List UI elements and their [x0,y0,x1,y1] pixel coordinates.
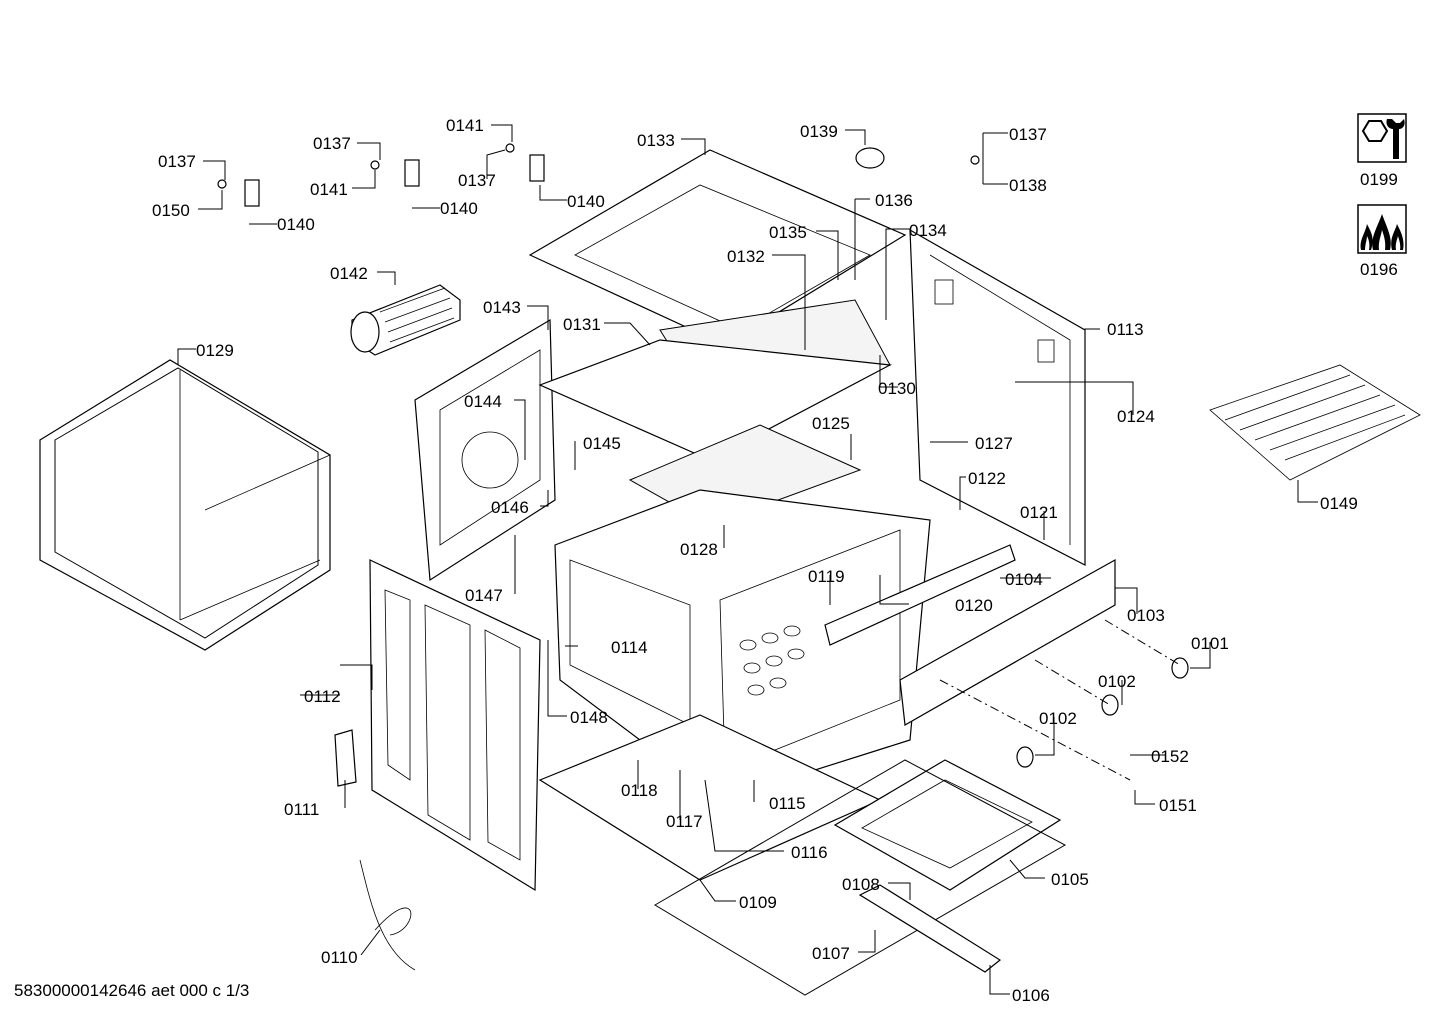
part-label: 0119 [808,567,845,586]
part-label: 0113 [1107,320,1144,339]
part-label: 0144 [464,392,502,411]
part-label: 0130 [878,379,916,398]
part-label: 0145 [583,434,621,453]
part-label: 0137 [458,171,496,190]
part-label: 0148 [570,708,608,727]
tool-icon-caption: 0199 [1360,170,1398,189]
gas-icon-caption: 0196 [1360,260,1398,279]
right-side-panel-part [909,228,1086,566]
wire-part [359,859,416,971]
outer-casing-part [39,359,331,651]
part-label: 0133 [637,131,675,150]
part-label: 0114 [611,638,648,657]
floor-sheet-part [654,759,1067,996]
part-label: 0146 [491,498,529,517]
small-hardware-parts [217,143,980,207]
part-label: 0117 [666,812,703,831]
gas-flame-icon [1357,204,1407,254]
top-cover-part [528,149,907,346]
leader-lines [177,124,1318,995]
part-label: 0103 [1127,606,1165,625]
part-label: 0102 [1098,672,1136,691]
part-label: 0101 [1191,634,1229,653]
part-label: 0131 [563,315,601,334]
part-label: 0132 [727,247,765,266]
part-label: 0128 [680,540,718,559]
part-label: 0135 [769,223,807,242]
part-label: 0141 [446,116,484,135]
part-label: 0121 [1020,503,1058,522]
part-label: 0107 [812,944,850,963]
part-label: 0149 [1320,494,1358,513]
part-label: 0112 [304,687,341,706]
part-label: 0124 [1117,407,1155,426]
part-label: 0102 [1039,709,1077,728]
part-label: 0106 [1012,986,1050,1005]
part-label: 0116 [791,843,828,862]
part-label: 0140 [277,215,315,234]
part-label: 0142 [330,264,368,283]
part-label: 0143 [483,298,521,317]
part-label: 0108 [842,875,880,894]
document-id: 58300000142646 aet 000 c 1/3 [14,981,250,1000]
part-label: 0137 [158,152,196,171]
part-label: 0122 [968,469,1006,488]
fan-motor-part [350,284,461,356]
knob-part [1016,657,1189,768]
part-label: 0139 [800,122,838,141]
part-label: 0147 [465,586,503,605]
burner-part [858,884,1002,973]
part-label: 0150 [152,201,190,220]
part-label: 0125 [812,414,850,433]
part-label: 0118 [621,781,658,800]
part-label: 0141 [310,180,348,199]
left-door-panel-part [369,559,541,892]
part-label: 0137 [1009,125,1047,144]
part-label: 0151 [1159,796,1197,815]
wrench-screw-icon [1357,113,1407,163]
part-label: 0115 [769,794,806,813]
part-label: 0152 [1151,747,1189,766]
part-label: 0105 [1051,870,1089,889]
part-label: 0129 [196,341,234,360]
part-label: 0110 [321,948,358,967]
alignment-lines [939,619,1181,781]
part-label: 0137 [313,134,351,153]
part-label: 0134 [909,221,947,240]
control-panel-part [899,558,1116,726]
heating-element-part [1209,364,1421,481]
part-label: 0136 [875,191,913,210]
top-tray-part [538,339,893,461]
control-rail-part [824,544,1016,646]
part-label: 0109 [739,893,777,912]
part-label: 0138 [1009,176,1047,195]
part-label: 0127 [975,434,1013,453]
part-label: 0140 [567,192,605,211]
part-label: 0120 [955,596,993,615]
left-side-panel-part [414,318,556,582]
part-label: 0104 [1005,570,1043,589]
part-label: 0111 [284,800,320,819]
part-label: 0140 [440,199,478,218]
broiler-tray-part [833,759,1062,891]
latch-part [334,729,357,787]
